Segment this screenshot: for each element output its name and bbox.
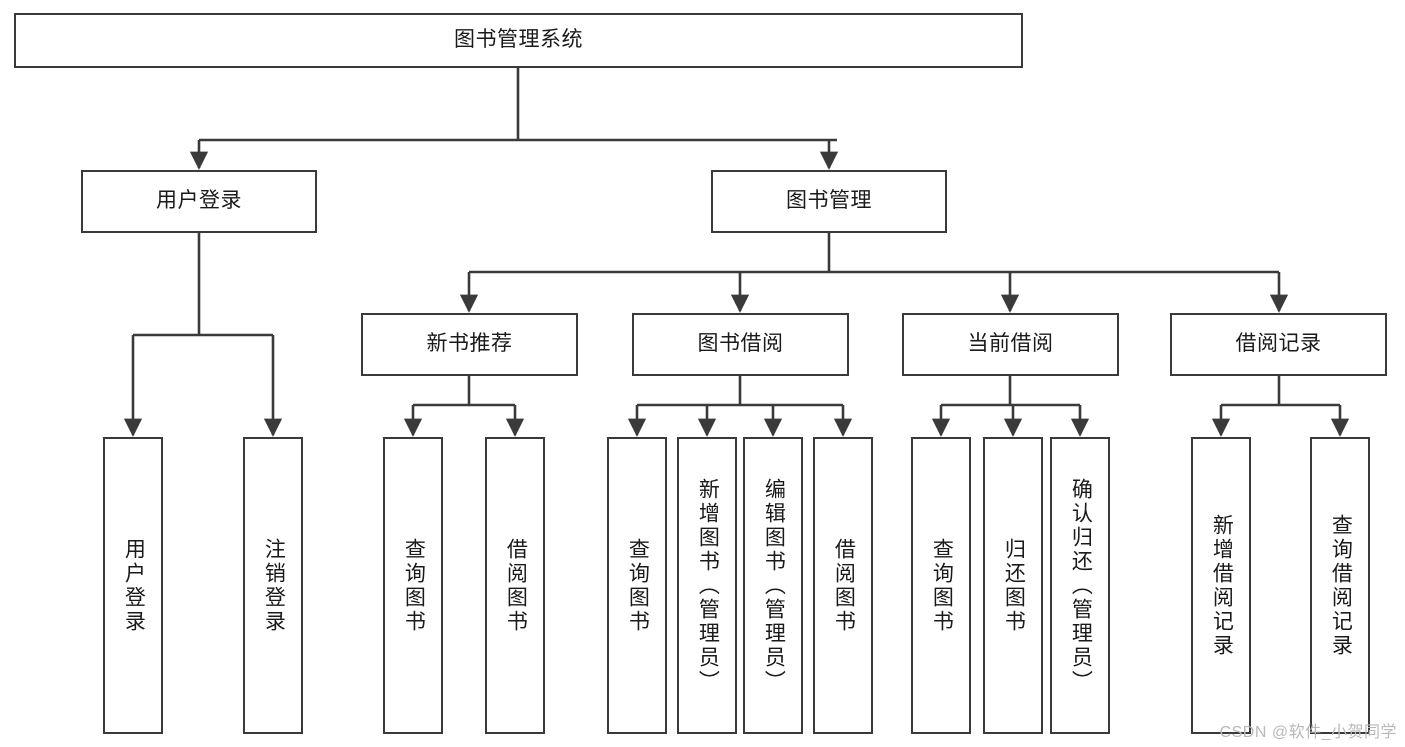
leaf-node-label: 查询图书 [930, 537, 954, 634]
leaf-node-label: 查询借阅记录 [1329, 513, 1353, 658]
leaf-node-label: 确认归还（管理员） [1069, 477, 1093, 694]
node-root-label: 图书管理系统 [454, 28, 583, 52]
leaf-node[interactable]: 借阅图书 [813, 437, 873, 734]
leaf-node[interactable]: 查询借阅记录 [1310, 437, 1370, 734]
leaf-node-label: 新增图书（管理员） [696, 477, 720, 694]
leaf-node[interactable]: 归还图书 [983, 437, 1043, 734]
node-new-book-recommend-label: 新书推荐 [426, 332, 513, 356]
node-root[interactable]: 图书管理系统 [14, 13, 1023, 68]
node-borrow-record-label: 借阅记录 [1235, 332, 1322, 356]
node-new-book-recommend[interactable]: 新书推荐 [361, 313, 578, 376]
leaf-node[interactable]: 新增图书（管理员） [677, 437, 737, 734]
leaf-node-label: 归还图书 [1002, 537, 1026, 634]
node-book-borrow[interactable]: 图书借阅 [632, 313, 849, 376]
leaf-node[interactable]: 查询图书 [383, 437, 443, 734]
leaf-node-label: 查询图书 [626, 537, 650, 634]
leaf-node[interactable]: 编辑图书（管理员） [743, 437, 803, 734]
leaf-node[interactable]: 新增借阅记录 [1191, 437, 1251, 734]
leaf-node[interactable]: 确认归还（管理员） [1050, 437, 1110, 734]
node-borrow-record[interactable]: 借阅记录 [1170, 313, 1387, 376]
leaf-node-label: 注销登录 [262, 537, 286, 634]
leaf-node-label: 编辑图书（管理员） [762, 477, 786, 694]
leaf-node-label: 借阅图书 [504, 537, 528, 634]
leaf-node[interactable]: 注销登录 [243, 437, 303, 734]
leaf-node[interactable]: 查询图书 [911, 437, 971, 734]
node-book-management[interactable]: 图书管理 [711, 170, 947, 233]
node-current-borrow[interactable]: 当前借阅 [902, 313, 1119, 376]
node-user-login[interactable]: 用户登录 [81, 170, 317, 233]
leaf-node-label: 用户登录 [122, 537, 146, 634]
leaf-node[interactable]: 查询图书 [607, 437, 667, 734]
leaf-node-label: 查询图书 [402, 537, 426, 634]
leaf-node[interactable]: 用户登录 [103, 437, 163, 734]
node-current-borrow-label: 当前借阅 [967, 332, 1054, 356]
node-book-management-label: 图书管理 [786, 189, 872, 213]
node-book-borrow-label: 图书借阅 [697, 332, 784, 356]
leaf-node-label: 借阅图书 [832, 537, 856, 634]
node-user-login-label: 用户登录 [156, 189, 242, 213]
leaf-node-label: 新增借阅记录 [1210, 513, 1234, 658]
leaf-node[interactable]: 借阅图书 [485, 437, 545, 734]
